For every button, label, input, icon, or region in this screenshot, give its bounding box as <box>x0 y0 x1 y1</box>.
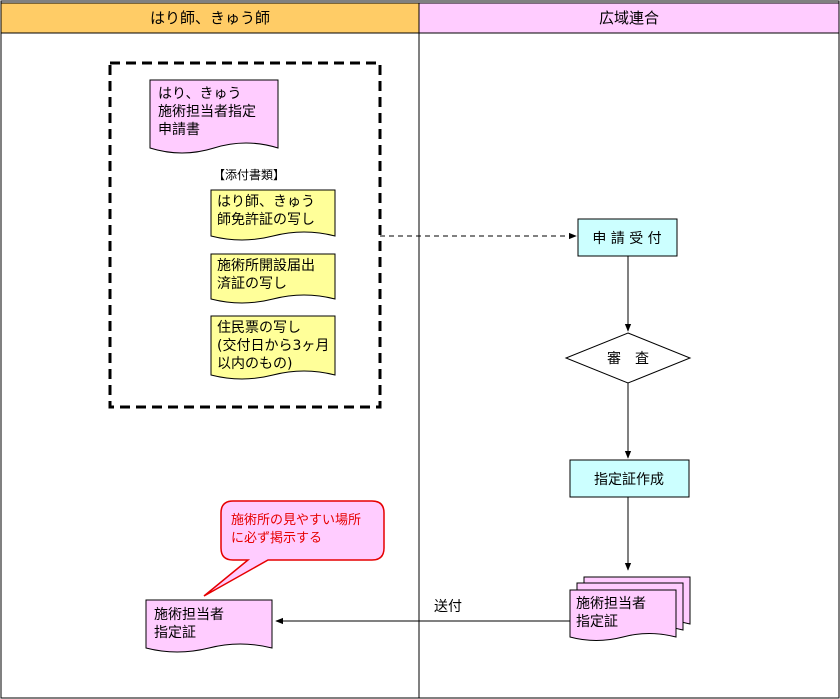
received-certificate-line-1: 施術担当者 <box>154 607 224 623</box>
receive-process-label: 申 請 受 付 <box>592 231 661 247</box>
received-certificate-document <box>145 599 273 653</box>
received-certificate-line-2: 指定証 <box>154 625 196 641</box>
lane-title-right: 広域連合 <box>599 9 659 27</box>
lane-header-left <box>0 2 420 34</box>
application-line-3: 申請書 <box>158 122 200 138</box>
display-notice-callout <box>203 500 385 597</box>
attachment-3-line-3: 以内のもの) <box>217 356 292 372</box>
callout-line-2: に必ず掲示する <box>231 530 322 546</box>
create-certificate-label: 指定証作成 <box>594 472 664 488</box>
application-document <box>149 79 279 154</box>
attachment-1-line-1: はり師、きゅう <box>217 194 315 210</box>
send-label: 送付 <box>434 599 462 615</box>
create-certificate-process <box>569 459 690 498</box>
attachment-2-line-1: 施術所開設届出 <box>217 258 315 274</box>
review-decision-label: 審 査 <box>607 351 649 367</box>
attachment-license-copy <box>210 189 336 241</box>
issued-document-line-2: 指定証 <box>576 614 618 630</box>
issued-document-line-1: 施術担当者 <box>576 596 646 612</box>
attachment-opening-certificate-copy <box>210 253 336 304</box>
attachments-label: 【添付書類】 <box>213 168 285 182</box>
attachment-resident-record-copy <box>210 315 336 380</box>
receive-process <box>577 218 678 257</box>
attachment-3-line-1: 住民票の写し <box>217 320 301 336</box>
attachment-2-line-2: 済証の写し <box>217 276 287 292</box>
attachment-3-line-2: (交付日から3ヶ月 <box>217 337 329 354</box>
lane-title-left: はり師、きゅう師 <box>150 9 270 27</box>
attachment-1-line-2: 師免許証の写し <box>217 212 315 228</box>
issued-document <box>569 589 677 641</box>
submission-group <box>108 61 382 409</box>
application-line-1: はり、きゅう <box>158 86 241 102</box>
callout-line-1: 施術所の見やすい場所 <box>231 513 361 528</box>
lane-header-right <box>418 2 840 34</box>
application-line-2: 施術担当者指定 <box>158 104 256 120</box>
